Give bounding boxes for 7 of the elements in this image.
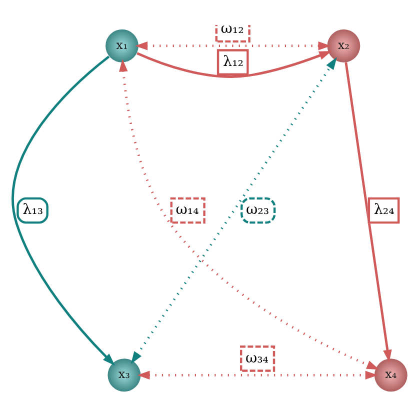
edge-label: λ₁₃ <box>22 202 44 218</box>
edge-label: ω₁₄ <box>176 202 199 218</box>
edge-label: ω₂₃ <box>246 202 270 218</box>
edge-label: ω₃₄ <box>245 350 269 366</box>
edge-label: ω₁₂ <box>220 20 244 37</box>
edge-label: λ₁₂ <box>222 54 244 70</box>
edge-label: λ₂₄ <box>374 202 394 218</box>
